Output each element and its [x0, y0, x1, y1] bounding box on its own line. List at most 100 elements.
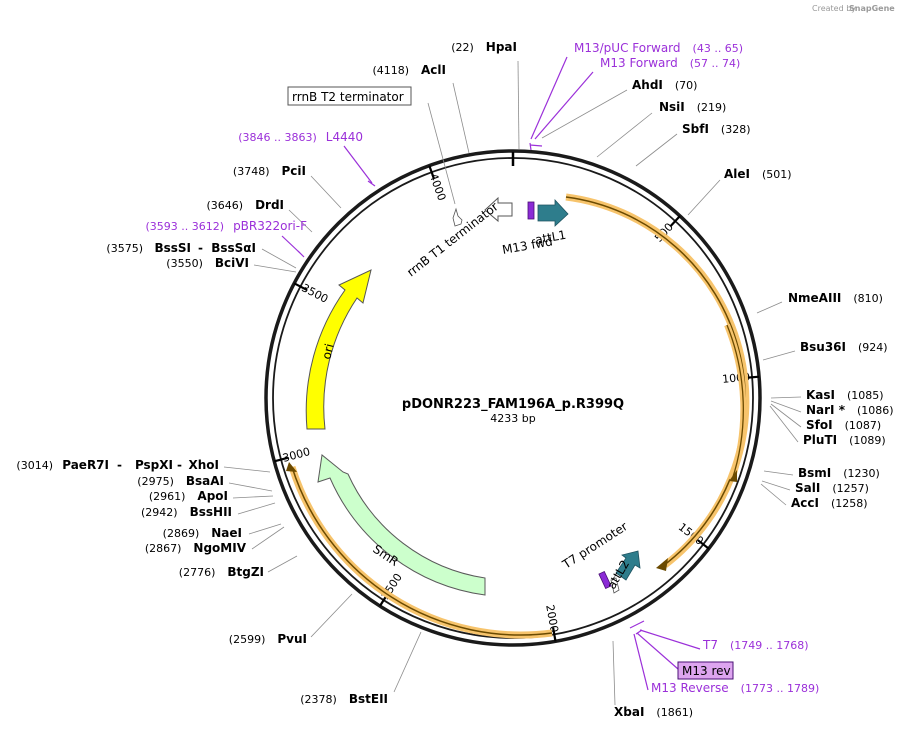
primer-site[interactable]: M13 Forward(57 .. 74) — [600, 56, 740, 70]
enzyme-site[interactable]: NsiI (219) — [659, 100, 726, 114]
primer-site[interactable]: L4440(3846 .. 3863) — [238, 130, 363, 144]
rrnb-t1-terminator-feature[interactable] — [484, 196, 513, 223]
enzyme-site[interactable]: NgoMIV (2867) — [145, 541, 247, 555]
m13-rev-box[interactable] — [677, 661, 734, 680]
enzyme-name: DrdI — [255, 198, 284, 212]
enzyme-group-name[interactable]: BssSI — [154, 241, 191, 255]
enzyme-position: (2869) — [163, 527, 200, 540]
enzyme-site[interactable]: KasI(1085) — [806, 388, 884, 402]
enzyme-position: (219) — [697, 101, 727, 114]
enzyme-position: (1257) — [832, 482, 869, 495]
enzyme-group-name[interactable]: - — [177, 458, 182, 472]
enzyme-group-name[interactable]: - — [198, 241, 203, 255]
enzyme-site[interactable]: AccI(1258) — [791, 496, 868, 510]
enzyme-name: KasI — [806, 388, 835, 402]
enzyme-site[interactable]: BsmI(1230) — [798, 466, 880, 480]
primer-range: (1773 .. 1789) — [741, 682, 820, 695]
rrnb-t2-terminator-box[interactable] — [287, 86, 412, 106]
enzyme-position: (70) — [675, 79, 698, 92]
attl2-feature[interactable] — [615, 550, 641, 581]
enzyme-site[interactable]: XbaI(1861) — [614, 705, 693, 719]
enzyme-site[interactable]: BtgZI(2776) — [179, 565, 264, 579]
enzyme-site[interactable]: ApoI(2961) — [149, 489, 228, 503]
enzyme-site[interactable]: BstEII(2378) — [300, 692, 388, 706]
enzyme-name: SalI — [795, 481, 820, 495]
enzyme-position: (2942) — [141, 506, 178, 519]
enzyme-name: Bsu36I — [800, 340, 846, 354]
m13-rev-feature[interactable] — [598, 570, 612, 590]
enzyme-name: NsiI — [659, 100, 685, 114]
orf-arc-bottom-arrow — [286, 462, 297, 472]
enzyme-group-position: (3575) — [106, 242, 143, 255]
enzyme-site[interactable]: PvuI(2599) — [229, 632, 307, 646]
enzyme-site[interactable]: PluTI(1089) — [803, 433, 886, 447]
enzyme-position: (3646) — [206, 199, 243, 212]
orf-arc-bottom — [291, 466, 553, 636]
enzyme-site[interactable]: DrdI (3646) — [206, 198, 284, 212]
enzyme-site[interactable]: SbfI(328) — [682, 122, 751, 136]
tick-label: 2000 — [543, 604, 561, 634]
enzyme-position: (2975) — [137, 475, 174, 488]
orf-arc-bottom-highlight — [288, 465, 553, 639]
primer-site[interactable]: pBR322ori-F(3593 .. 3612) — [146, 219, 308, 233]
enzyme-position: (3550) — [166, 257, 203, 270]
enzyme-site[interactable]: HpaI(22) — [451, 40, 517, 54]
m13-fwd-feature[interactable] — [527, 201, 535, 220]
enzyme-name: PluTI — [803, 433, 837, 447]
attl1-feature[interactable] — [537, 198, 569, 227]
primer-name: M13 Reverse — [651, 681, 729, 695]
enzyme-name: SfoI — [806, 418, 833, 432]
t7-promoter-feature[interactable] — [610, 577, 620, 594]
enzyme-position: (2867) — [145, 542, 182, 555]
enzyme-name: AhdI — [632, 78, 663, 92]
primer-site[interactable]: M13/pUC Forward (43 .. 65) — [574, 41, 743, 55]
tick-label: 4000 — [427, 172, 449, 203]
enzyme-site[interactable]: SfoI (1087) — [806, 418, 881, 432]
enzyme-group-name[interactable]: PaeR7I — [62, 458, 109, 472]
enzyme-position: (1258) — [831, 497, 868, 510]
rrnb-t1-terminator-label: rrnB T1 terminator — [404, 200, 501, 280]
tick-mark — [552, 627, 557, 642]
enzyme-name: NarI * — [806, 403, 846, 417]
enzyme-site[interactable]: Bsu36I (924) — [800, 340, 888, 354]
enzyme-group-name[interactable]: BssSαI — [211, 241, 256, 255]
enzyme-site[interactable]: NmeAIII(810) — [788, 291, 883, 305]
primer-site[interactable]: T7(1749 .. 1768) — [702, 638, 809, 652]
enzyme-position: (1087) — [845, 419, 882, 432]
primer-range: (43 .. 65) — [693, 42, 744, 55]
primer-range: (3593 .. 3612) — [146, 220, 225, 233]
enzyme-site[interactable]: BsaAI(2975) — [137, 474, 224, 488]
enzyme-position: (501) — [762, 168, 792, 181]
enzyme-name: PciI — [282, 164, 307, 178]
rrnb-t2-terminator-feature[interactable] — [452, 207, 463, 227]
enzyme-name: BssHII — [190, 505, 232, 519]
enzyme-site[interactable]: SalI (1257) — [795, 481, 869, 495]
tick-mark — [273, 456, 289, 463]
enzyme-position: (924) — [858, 341, 888, 354]
orf-arc-outer-highlight — [565, 193, 750, 568]
enzyme-site[interactable]: NaeI (2869) — [163, 526, 242, 540]
enzyme-name: AclI — [421, 63, 446, 77]
tick-mark — [293, 282, 308, 291]
orf-arc-outer — [565, 196, 747, 567]
enzyme-site[interactable]: AhdI (70) — [632, 78, 697, 92]
enzyme-group-position: (3014) — [16, 459, 53, 472]
enzyme-site[interactable]: NarI *(1086) — [806, 403, 894, 417]
primer-name: M13/pUC Forward — [574, 41, 681, 55]
enzyme-site[interactable]: BciVI(3550) — [166, 256, 249, 270]
ori-feature[interactable] — [305, 269, 372, 430]
enzyme-group-name[interactable]: XhoI — [188, 458, 219, 472]
enzyme-site[interactable]: AclI(4118) — [372, 63, 446, 77]
primer-range: (1749 .. 1768) — [730, 639, 809, 652]
enzyme-site[interactable]: PciI(3748) — [233, 164, 306, 178]
primer-site[interactable]: M13 Reverse (1773 .. 1789) — [651, 681, 819, 695]
enzyme-site[interactable]: BssHII (2942) — [141, 505, 232, 519]
enzyme-name: NaeI — [211, 526, 242, 540]
smr-feature[interactable] — [317, 454, 486, 596]
enzyme-group-name[interactable]: PspXI — [135, 458, 173, 472]
enzyme-name: NmeAIII — [788, 291, 841, 305]
enzyme-site[interactable]: AleI(501) — [724, 167, 792, 181]
enzyme-group-name[interactable]: - — [117, 458, 122, 472]
enzyme-position: (2378) — [300, 693, 337, 706]
enzyme-name: NgoMIV — [193, 541, 246, 555]
